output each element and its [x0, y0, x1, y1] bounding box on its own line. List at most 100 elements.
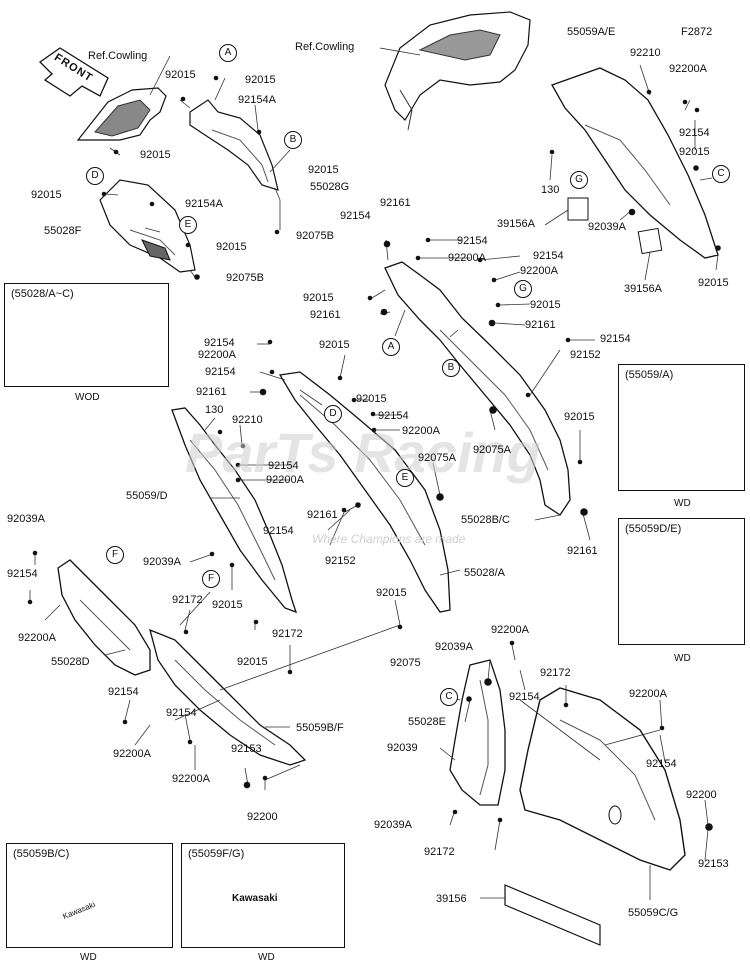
part-label: 92200A: [18, 632, 56, 644]
part-label: 92154A: [185, 198, 223, 210]
part-label: 55028F: [44, 225, 82, 237]
figure-code: F2872: [681, 26, 713, 38]
part-label: 92161: [310, 309, 341, 321]
inset-note: WD: [674, 498, 691, 509]
ref-cowling-label: Ref.Cowling: [295, 41, 355, 53]
part-label: 92154: [378, 410, 409, 422]
part-label: 92200A: [198, 349, 236, 361]
part-label: 92075A: [418, 452, 456, 464]
callout-g: G: [570, 171, 588, 189]
part-label: 55059C/G: [628, 907, 679, 919]
part-label: 92015: [140, 149, 171, 161]
inset-box-55059fg: (55059F/G): [181, 843, 345, 948]
part-label: 92015: [308, 164, 339, 176]
callout-d: D: [324, 405, 342, 423]
center-inner-panel: [384, 261, 571, 516]
side-panel-55028e: [449, 659, 506, 806]
part-label: 92200: [686, 789, 717, 801]
part-label: 92015: [564, 411, 595, 423]
part-label: 92152: [570, 349, 601, 361]
part-label: 92200: [247, 811, 278, 823]
part-label: 92154: [509, 691, 540, 703]
part-label: 55028G: [310, 181, 350, 193]
callout-c: C: [440, 688, 458, 706]
callout-g: G: [514, 280, 532, 298]
part-label: 92039A: [374, 819, 412, 831]
part-label: 92154: [7, 568, 38, 580]
part-label: 92075B: [226, 272, 264, 284]
part-label: 92154: [263, 525, 294, 537]
side-panel-55028g: [189, 99, 279, 191]
inset-box-55059bc: (55059B/C): [6, 843, 173, 948]
callout-b: B: [442, 359, 460, 377]
part-label: 92154: [340, 210, 371, 222]
lower-cowl-55059bf: [149, 628, 307, 766]
side-panel-55028f: [99, 179, 196, 273]
side-panel-55028d: [57, 559, 151, 676]
decal-text: Kawasaki: [232, 893, 278, 904]
part-label: 92161: [525, 319, 556, 331]
part-label: 92075A: [473, 444, 511, 456]
part-label: 92154: [457, 235, 488, 247]
callout-e: E: [396, 469, 414, 487]
callout-a: A: [219, 44, 237, 62]
callout-d: D: [86, 167, 104, 185]
part-label: 92210: [630, 47, 661, 59]
part-label: 92039: [387, 742, 418, 754]
part-label: 92154: [205, 366, 236, 378]
part-label: 92154: [533, 250, 564, 262]
callout-f: F: [106, 546, 124, 564]
part-label: 92161: [307, 509, 338, 521]
part-label: 92172: [272, 628, 303, 640]
inset-note: WD: [674, 653, 691, 664]
side-panel-55028a: [278, 371, 451, 613]
part-label: 92039A: [435, 641, 473, 653]
part-label: 92200A: [629, 688, 667, 700]
part-label: 92153: [231, 743, 262, 755]
part-label: 92015: [530, 299, 561, 311]
part-label: 92039A: [7, 513, 45, 525]
part-label: 92172: [540, 667, 571, 679]
part-label: 92154: [108, 686, 139, 698]
part-label: 55059A/E: [567, 26, 616, 38]
lower-cowl-55059cg: [519, 687, 686, 871]
part-label: 92015: [165, 69, 196, 81]
part-label: 92152: [325, 555, 356, 567]
part-label: 39156A: [624, 283, 662, 295]
watermark-tagline: Where Champions are made: [312, 532, 466, 546]
part-label: 92210: [232, 414, 263, 426]
part-label: 55059B/F: [296, 722, 344, 734]
inset-title: (55059/A): [625, 369, 674, 381]
ref-cowling-left-part: [76, 87, 167, 141]
part-label: 92200A: [448, 252, 486, 264]
inset-title: (55028/A~C): [11, 288, 74, 300]
decal-strip-39156: [504, 884, 601, 946]
part-label: 92200A: [520, 265, 558, 277]
part-label: 130: [541, 184, 560, 196]
side-cowl-55059d: [171, 407, 298, 614]
part-label: 92015: [356, 393, 387, 405]
part-label: 92039A: [143, 556, 181, 568]
ref-cowling-label: Ref.Cowling: [88, 50, 148, 62]
part-label: 92075: [390, 657, 421, 669]
part-label: 92015: [376, 587, 407, 599]
part-label: 92161: [196, 386, 227, 398]
part-label: 92154A: [238, 94, 276, 106]
callout-a: A: [382, 338, 400, 356]
part-label: 55028B/C: [461, 514, 510, 526]
part-label: 92200A: [266, 474, 304, 486]
part-label: 39156A: [497, 218, 535, 230]
part-label: 92154: [679, 127, 710, 139]
inset-note: WD: [80, 952, 97, 963]
part-label: 92200A: [172, 773, 210, 785]
part-label: 55028/A: [464, 567, 505, 579]
part-label: 92172: [424, 846, 455, 858]
part-label: 92172: [172, 594, 203, 606]
part-label: 92200A: [113, 748, 151, 760]
cowl-55059a-e: [551, 67, 719, 259]
inset-title: (55059F/G): [188, 848, 245, 860]
part-label: 92015: [245, 74, 276, 86]
ref-cowling-right-part: [384, 11, 531, 121]
fasteners: [27, 75, 721, 831]
